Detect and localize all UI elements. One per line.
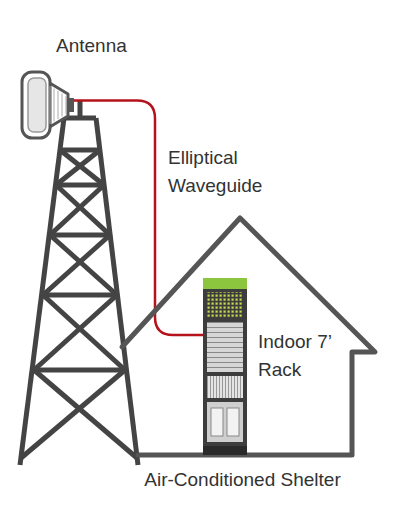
antenna-dish: Antenna bbox=[18, 68, 74, 142]
shelter-outline: Air-Conditioned Shelter Indoor 7’ Rack bbox=[100, 210, 385, 500]
equipment-rack: Indoor 7’ Rack bbox=[203, 278, 247, 455]
edge-label: Elliptical Waveguide bbox=[168, 144, 288, 200]
rack-icon bbox=[203, 278, 247, 455]
node-label: Air-Conditioned Shelter bbox=[100, 466, 385, 494]
node-label: Antenna bbox=[56, 32, 127, 60]
antenna-icon bbox=[18, 68, 74, 142]
node-label: Indoor 7’ Rack bbox=[258, 328, 353, 384]
waveguide-line bbox=[74, 101, 203, 335]
